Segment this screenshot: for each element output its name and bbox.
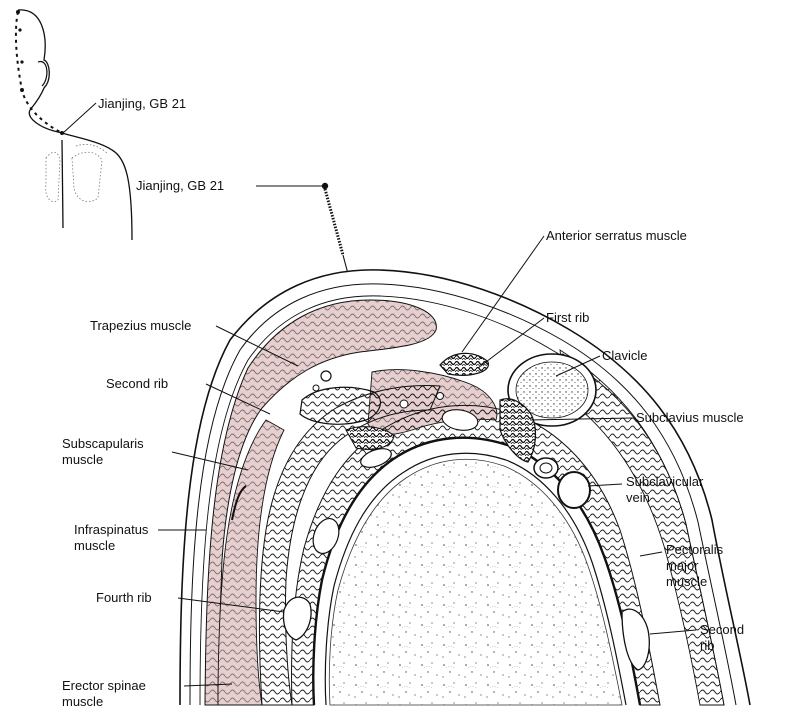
trapezius-label: Trapezius muscle bbox=[90, 318, 192, 333]
pectoralis-line-1: Pectoralis bbox=[666, 542, 724, 557]
subclavicular-vein-label: Subclavicular vein bbox=[626, 474, 703, 506]
pectoralis-major-label: Pectoralis major muscle bbox=[666, 542, 723, 590]
clavicle-label: Clavicle bbox=[602, 348, 648, 363]
second-rib-right-line-2: rib bbox=[700, 638, 715, 653]
fourth-rib-label: Fourth rib bbox=[96, 590, 152, 605]
infraspinatus-line-1: Infraspinatus bbox=[74, 522, 149, 537]
subscapularis-label: Subscapularis muscle bbox=[62, 436, 144, 468]
second-rib-left-label: Second rib bbox=[106, 376, 169, 391]
needle-jianjing-label: Jianjing, GB 21 bbox=[136, 178, 225, 193]
subclavius-label: Subclavius muscle bbox=[636, 410, 744, 425]
infraspinatus-line-2: muscle bbox=[74, 538, 116, 553]
subclavicular-vein-line-1: Subclavicular bbox=[626, 474, 704, 489]
first-rib-label: First rib bbox=[546, 310, 590, 325]
inset-figure bbox=[14, 9, 133, 241]
cross-section bbox=[179, 269, 751, 706]
second-rib-right-line-1: Second bbox=[700, 622, 745, 637]
subscapularis-line-2: muscle bbox=[62, 452, 104, 467]
clavicle-bone bbox=[507, 353, 597, 427]
second-rib-right-label: Second rib bbox=[700, 622, 744, 654]
anterior-serratus-label: Anterior serratus muscle bbox=[546, 228, 687, 243]
leader-lines bbox=[158, 235, 697, 687]
inset-jianjing-label: Jianjing, GB 21 bbox=[98, 96, 187, 111]
erector-spinae-label: Erector spinae muscle bbox=[62, 678, 146, 710]
subclavicular-vein-line-2: vein bbox=[626, 490, 650, 505]
infraspinatus-label: Infraspinatus muscle bbox=[74, 522, 148, 554]
erector-spinae-line-1: Erector spinae bbox=[62, 678, 146, 693]
subscapularis-line-1: Subscapularis bbox=[62, 436, 144, 451]
pectoralis-line-3: muscle bbox=[666, 574, 708, 589]
erector-spinae-line-2: muscle bbox=[62, 694, 104, 709]
pectoralis-line-2: major bbox=[666, 558, 699, 573]
